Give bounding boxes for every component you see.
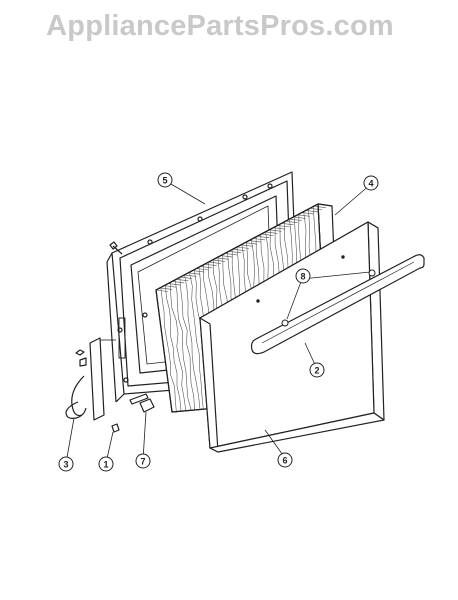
svg-text:8: 8 — [300, 272, 305, 282]
insulation-edge-fiber — [180, 276, 193, 279]
insulation-edge-fiber — [204, 263, 217, 266]
callout-7: 7 — [135, 453, 151, 469]
callout-4: 4 — [363, 175, 379, 191]
insulation-edge-fiber — [269, 229, 282, 232]
insulation-edge-fiber — [172, 281, 185, 284]
insulation-grain-line — [189, 272, 204, 410]
svg-text:5: 5 — [162, 176, 167, 186]
insulation-edge-fiber — [249, 240, 262, 243]
insulation-edge-fiber — [228, 251, 241, 254]
insulation-edge-fiber — [245, 242, 258, 245]
insulation-edge-fiber — [192, 270, 205, 273]
insulation-edge-fiber — [212, 259, 225, 262]
insulation-edge-fiber — [257, 236, 270, 239]
insulation-edge-fiber — [168, 283, 181, 286]
insulation-grain-line — [160, 287, 177, 412]
insulation-edge-fiber — [200, 266, 213, 269]
insulation-edge-fiber — [241, 244, 254, 247]
insulation-grain-line — [179, 277, 195, 410]
callout-5: 5 — [157, 172, 173, 188]
insulation-edge-fiber — [160, 287, 173, 290]
svg-text:2: 2 — [314, 366, 319, 376]
svg-text:3: 3 — [63, 460, 68, 470]
insulation-edge-fiber — [184, 274, 197, 277]
callout-3: 3 — [58, 456, 74, 472]
insulation-edge-fiber — [188, 272, 201, 275]
insulation-edge-fiber — [289, 218, 302, 221]
svg-text:6: 6 — [282, 456, 287, 466]
insulation-edge-fiber — [253, 238, 266, 241]
insulation-edge-fiber — [313, 205, 326, 208]
insulation-edge-fiber — [293, 216, 306, 219]
callout-1: 1 — [98, 456, 114, 472]
insulation-edge-fiber — [261, 233, 274, 236]
insulation-edge-fiber — [305, 210, 318, 213]
door-handle — [250, 254, 425, 355]
insulation-edge-fiber — [196, 268, 209, 271]
insulation-grain-line — [170, 282, 187, 411]
insulation-edge-fiber — [285, 220, 298, 223]
svg-text:4: 4 — [368, 179, 373, 189]
watermark-logo: AppliancePartsPros.com — [46, 10, 394, 42]
insulation-edge-fiber — [309, 208, 322, 211]
insulation-edge-fiber — [281, 223, 294, 226]
insulation-edge-fiber — [273, 227, 286, 230]
insulation-grain-line — [174, 279, 192, 411]
insulation-edge-fiber — [176, 279, 189, 282]
hinge-assembly — [65, 337, 155, 433]
insulation-edge-fiber — [216, 257, 229, 260]
insulation-edge-fiber — [208, 261, 221, 264]
insulation-edge-fiber — [297, 214, 310, 217]
insulation-edge-fiber — [220, 255, 233, 258]
insulation-edge-fiber — [232, 248, 245, 251]
handle-screws — [256, 255, 376, 327]
callout-8: 8 — [295, 268, 311, 284]
callout-2: 2 — [309, 362, 325, 378]
insulation-edge-fiber — [236, 246, 250, 249]
insulation-edge-fiber — [301, 212, 314, 215]
insulation-edge-fiber — [265, 231, 278, 234]
insulation-edge-fiber — [224, 253, 237, 256]
insulation-grain-line — [165, 284, 182, 412]
insulation-edge-fiber — [277, 225, 290, 228]
insulation-grain-line — [184, 274, 201, 410]
insulation-edge-fiber — [155, 289, 169, 292]
callout-6: 6 — [277, 452, 293, 468]
svg-text:7: 7 — [140, 457, 145, 467]
insulation-edge-fiber — [164, 285, 177, 288]
svg-text:1: 1 — [103, 460, 108, 470]
